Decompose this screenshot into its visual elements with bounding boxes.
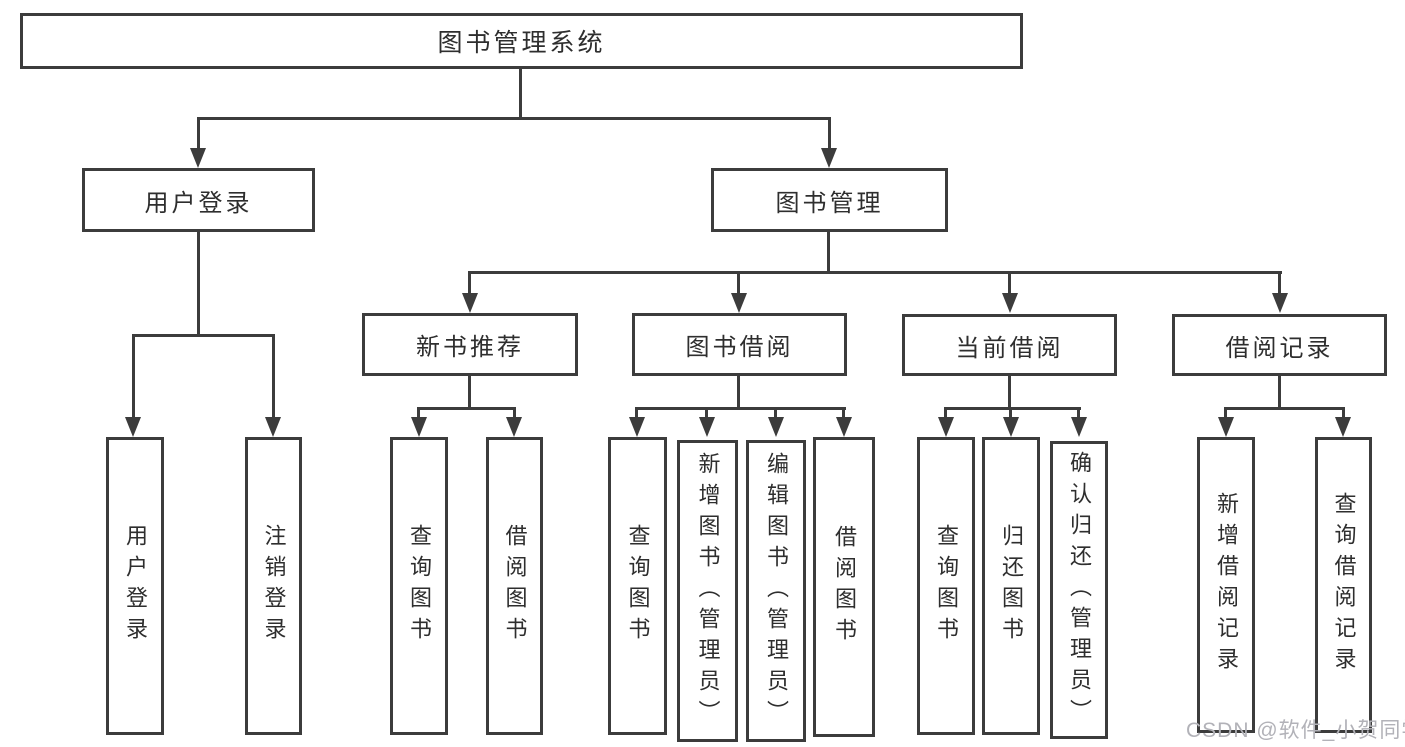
leaf-label: 编辑图书（管理员） — [764, 451, 789, 731]
arrow-down-icon — [938, 417, 954, 437]
leaf-label: 借阅图书 — [832, 525, 857, 649]
arrow-down-icon — [411, 417, 427, 437]
arrow-down-icon — [629, 417, 645, 437]
node-new-book-recommend: 新书推荐 — [362, 313, 578, 376]
line — [842, 407, 845, 418]
leaf-edit-books-admin: 编辑图书（管理员） — [746, 440, 806, 742]
leaf-label: 确认归还（管理员） — [1067, 450, 1092, 730]
node-label: 新书推荐 — [416, 334, 524, 361]
arrow-down-icon — [506, 417, 522, 437]
leaf-logout-login: 注销登录 — [245, 437, 302, 735]
arrow-down-icon — [731, 293, 747, 313]
line — [635, 407, 846, 410]
arrow-down-icon — [821, 148, 837, 168]
line — [1009, 407, 1012, 418]
leaf-label: 查询图书 — [407, 524, 432, 648]
arrow-down-icon — [1272, 293, 1288, 313]
arrow-down-icon — [836, 417, 852, 437]
node-book-borrow: 图书借阅 — [632, 313, 847, 376]
node-user-login: 用户登录 — [82, 168, 315, 232]
leaf-label: 注销登录 — [261, 524, 287, 648]
arrow-down-icon — [699, 417, 715, 437]
line — [468, 271, 471, 295]
line — [1278, 376, 1281, 410]
arrow-down-icon — [125, 417, 141, 437]
arrow-down-icon — [768, 417, 784, 437]
line — [197, 232, 200, 337]
leaf-borrow-books: 借阅图书 — [813, 437, 875, 737]
leaf-query-books-recommend: 查询图书 — [390, 437, 448, 735]
node-label: 图书管理系统 — [437, 29, 606, 57]
node-label: 图书借阅 — [685, 334, 794, 361]
line — [1224, 407, 1345, 410]
leaf-add-borrow-record: 新增借阅记录 — [1197, 437, 1255, 733]
node-label: 图书管理 — [775, 189, 884, 217]
arrow-down-icon — [1002, 293, 1018, 313]
node-current-borrow: 当前借阅 — [902, 314, 1117, 376]
line — [468, 271, 1282, 274]
leaf-add-books-admin: 新增图书（管理员） — [677, 440, 738, 742]
line — [468, 376, 471, 410]
line — [944, 407, 947, 418]
line — [1278, 271, 1281, 295]
line — [737, 271, 740, 295]
leaf-label: 归还图书 — [999, 524, 1024, 648]
leaf-borrow-books-recommend: 借阅图书 — [486, 437, 543, 735]
leaf-label: 查询图书 — [625, 524, 651, 648]
leaf-query-books-borrow: 查询图书 — [608, 437, 667, 735]
line — [1008, 271, 1011, 295]
arrow-down-icon — [1335, 417, 1351, 437]
line — [197, 117, 831, 120]
node-label: 借阅记录 — [1225, 334, 1334, 362]
arrow-down-icon — [190, 148, 206, 168]
node-label: 用户登录 — [144, 189, 253, 217]
node-borrow-record: 借阅记录 — [1172, 314, 1387, 376]
line — [827, 232, 830, 274]
leaf-label: 新增借阅记录 — [1214, 492, 1239, 678]
line — [1342, 407, 1345, 418]
csdn-watermark: CSDN @软件_小贺同学 — [1186, 719, 1405, 742]
line — [1224, 407, 1227, 418]
node-root-library-system: 图书管理系统 — [20, 13, 1023, 69]
leaf-return-books: 归还图书 — [982, 437, 1040, 735]
node-book-management: 图书管理 — [711, 168, 948, 232]
leaf-confirm-return-admin: 确认归还（管理员） — [1050, 441, 1108, 739]
arrow-down-icon — [1071, 417, 1087, 437]
leaf-user-login: 用户登录 — [106, 437, 164, 735]
leaf-label: 查询图书 — [934, 524, 959, 648]
leaf-label: 查询借阅记录 — [1331, 492, 1357, 678]
line — [132, 334, 275, 337]
line — [1077, 407, 1080, 418]
line — [635, 407, 638, 418]
leaf-label: 借阅图书 — [502, 524, 528, 648]
leaf-query-books-current: 查询图书 — [917, 437, 975, 735]
leaf-query-borrow-record: 查询借阅记录 — [1315, 437, 1372, 733]
line — [132, 334, 135, 418]
line — [272, 334, 275, 418]
line — [417, 407, 516, 410]
line — [828, 117, 831, 150]
arrow-down-icon — [265, 417, 281, 437]
leaf-label: 新增图书（管理员） — [695, 451, 721, 731]
line — [1008, 376, 1011, 410]
line — [513, 407, 516, 418]
line — [737, 376, 740, 410]
arrow-down-icon — [1218, 417, 1234, 437]
line — [417, 407, 420, 418]
line — [774, 407, 777, 418]
line — [944, 407, 1081, 410]
node-label: 当前借阅 — [955, 334, 1064, 362]
line — [705, 407, 708, 418]
leaf-label: 用户登录 — [123, 524, 148, 648]
line — [197, 117, 200, 150]
arrow-down-icon — [462, 293, 478, 313]
arrow-down-icon — [1003, 417, 1019, 437]
line — [519, 69, 522, 120]
